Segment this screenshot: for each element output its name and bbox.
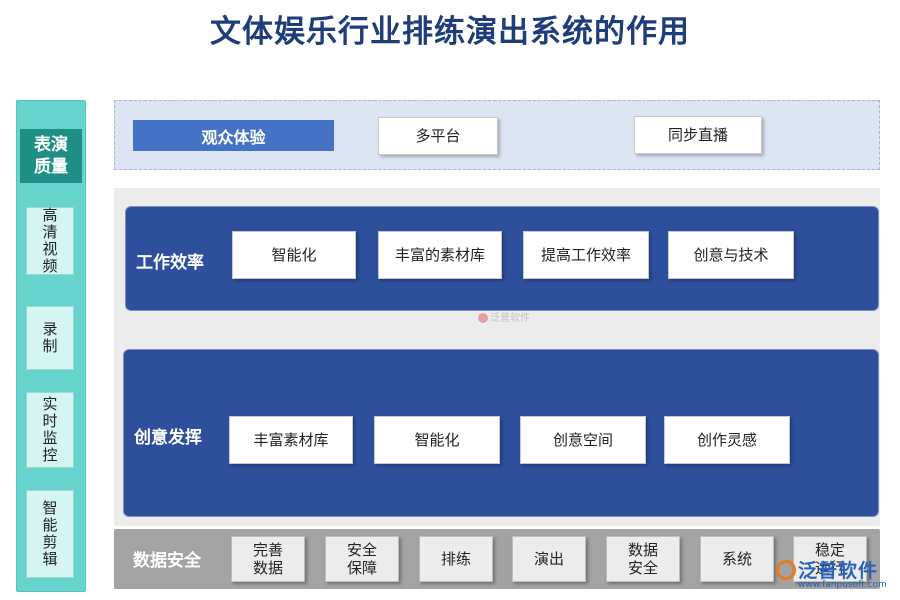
creative-item-1: 丰富素材库 bbox=[229, 416, 353, 464]
security-item-3: 排练 bbox=[419, 536, 493, 582]
creative-label: 创意发挥 bbox=[134, 428, 202, 448]
audience-item-livestream: 同步直播 bbox=[634, 116, 762, 154]
watermark-text: 泛普软件 bbox=[490, 313, 530, 324]
left-item-record: 录 制 bbox=[26, 306, 74, 370]
brand-logo: 泛普软件 www.fanpusoft.com bbox=[776, 554, 894, 598]
left-item-edit: 智 能 剪 辑 bbox=[26, 490, 74, 578]
security-item-2: 安全 保障 bbox=[325, 536, 399, 582]
brand-logo-icon bbox=[776, 560, 796, 580]
left-item-monitor: 实 时 监 控 bbox=[26, 392, 74, 468]
diagram-title: 文体娱乐行业排练演出系统的作用 bbox=[210, 14, 690, 50]
security-item-6: 系统 bbox=[700, 536, 774, 582]
security-item-1: 完善 数据 bbox=[231, 536, 305, 582]
efficiency-item-2: 丰富的素材库 bbox=[378, 231, 502, 279]
watermark-small: 泛普软件 bbox=[478, 309, 530, 324]
efficiency-item-4: 创意与技术 bbox=[668, 231, 794, 279]
creative-item-2: 智能化 bbox=[374, 416, 500, 464]
efficiency-item-3: 提高工作效率 bbox=[523, 231, 649, 279]
brand-logo-url: www.fanpusoft.com bbox=[798, 580, 887, 590]
left-column: 表演 质量 高 清 视 频 录 制 实 时 监 控 智 能 剪 辑 bbox=[16, 100, 86, 592]
security-item-4: 演出 bbox=[512, 536, 586, 582]
creative-item-3: 创意空间 bbox=[520, 416, 646, 464]
left-column-header: 表演 质量 bbox=[20, 129, 82, 183]
creative-item-4: 创作灵感 bbox=[664, 416, 790, 464]
security-item-5: 数据 安全 bbox=[606, 536, 680, 582]
audience-item-multiplatform: 多平台 bbox=[378, 117, 498, 155]
audience-label: 观众体验 bbox=[133, 120, 334, 151]
left-item-hd-video: 高 清 视 频 bbox=[26, 207, 74, 275]
security-item-7: 稳定 运行 bbox=[793, 536, 867, 582]
data-security-label: 数据安全 bbox=[133, 551, 201, 571]
watermark-logo-icon bbox=[478, 313, 488, 323]
efficiency-item-1: 智能化 bbox=[232, 231, 356, 279]
brand-logo-name: 泛普软件 bbox=[798, 560, 879, 582]
efficiency-label: 工作效率 bbox=[136, 253, 204, 273]
